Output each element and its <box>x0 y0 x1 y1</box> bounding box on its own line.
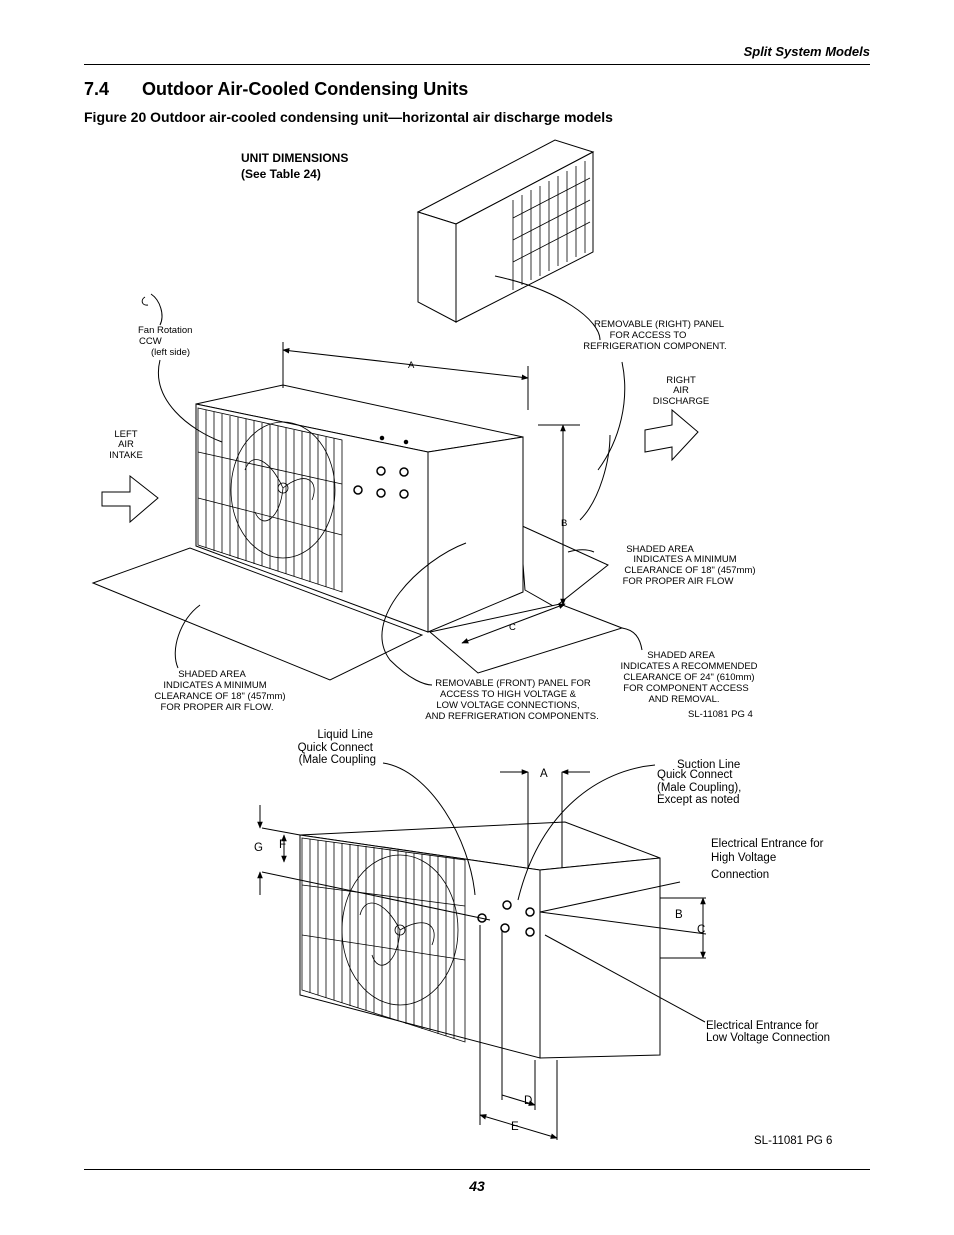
right-panel-line3: REFRIGERATION COMPONENT. <box>583 341 726 352</box>
shaded-front-line1: SHADED AREA <box>647 650 715 661</box>
footer-rule <box>84 1169 870 1170</box>
shaded-right-line1: SHADED AREA <box>626 544 694 555</box>
clearance-right-area <box>519 524 609 608</box>
coil-grille <box>197 407 343 593</box>
high-voltage-3: Connection <box>711 869 769 881</box>
low-voltage-1: Electrical Entrance for <box>706 1020 819 1032</box>
liquid-line-1: Liquid Line <box>317 729 373 741</box>
liquid-line-3: (Male Coupling <box>299 754 376 766</box>
shaded-right-line3: CLEARANCE OF 18" (457mm) <box>624 565 755 576</box>
top-drawing-id: SL-11081 PG 4 <box>688 709 753 720</box>
top-drawing <box>91 139 699 686</box>
top-dim-b: B <box>561 518 567 529</box>
right-discharge-line3: DISCHARGE <box>653 396 709 407</box>
left-intake-line2: AIR <box>118 439 134 450</box>
shaded-left-line1: SHADED AREA <box>178 669 246 680</box>
right-panel-line1: REMOVABLE (RIGHT) PANEL <box>594 319 724 330</box>
shaded-front-line4: FOR COMPONENT ACCESS <box>623 683 748 694</box>
left-intake-line1: LEFT <box>114 429 137 440</box>
shaded-left-line4: FOR PROPER AIR FLOW. <box>161 702 274 713</box>
top-dim-c: C <box>509 622 516 633</box>
shaded-left-line3: CLEARANCE OF 18" (457mm) <box>154 691 285 702</box>
right-discharge-line1: RIGHT <box>666 375 696 386</box>
front-panel-line2: ACCESS TO HIGH VOLTAGE & <box>440 689 577 700</box>
front-panel-line4: AND REFRIGERATION COMPONENTS. <box>425 711 598 722</box>
shaded-right-line2: INDICATES A MINIMUM <box>633 554 736 565</box>
top-dim-a: A <box>408 360 415 371</box>
bottom-drawing <box>257 762 707 1140</box>
shaded-front-line5: AND REMOVAL. <box>648 694 719 705</box>
liquid-line-2: Quick Connect <box>298 742 374 754</box>
bottom-unit-front <box>299 834 541 1059</box>
shaded-right-line4: FOR PROPER AIR FLOW <box>623 576 734 587</box>
right-discharge-line2: AIR <box>673 385 689 396</box>
front-panel-line1: REMOVABLE (FRONT) PANEL FOR <box>435 678 591 689</box>
shaded-front-line3: CLEARANCE OF 24" (610mm) <box>623 672 754 683</box>
low-voltage-2: Low Voltage Connection <box>706 1032 830 1044</box>
section-heading: 7.4 Outdoor Air-Cooled Condensing Units <box>84 79 468 100</box>
bottom-dim-a: A <box>540 768 548 780</box>
fan-rotation-line3: (left side) <box>151 347 190 358</box>
section-number: 7.4 <box>84 79 110 99</box>
suction-line-1: Suction Line <box>677 759 740 771</box>
bottom-unit-right <box>539 857 661 1059</box>
high-voltage-1: Electrical Entrance for <box>711 838 824 850</box>
left-intake-line3: INTAKE <box>109 450 143 461</box>
shaded-left-line2: INDICATES A MINIMUM <box>163 680 266 691</box>
bottom-dim-d: D <box>524 1095 532 1107</box>
high-voltage-2: High Voltage <box>711 852 776 864</box>
bottom-dim-g: G <box>254 842 263 854</box>
plan-view-unit <box>416 139 595 323</box>
figure-caption: Figure 20 Outdoor air-cooled condensing … <box>84 109 613 125</box>
page-number: 43 <box>469 1178 485 1194</box>
section-title: Outdoor Air-Cooled Condensing Units <box>142 79 469 99</box>
suction-line-2: Quick Connect <box>657 769 733 781</box>
right-panel-line2: FOR ACCESS TO <box>610 330 687 341</box>
bottom-dim-e: E <box>511 1121 519 1133</box>
unit-dimensions-line1: UNIT DIMENSIONS <box>241 151 348 165</box>
bottom-connections <box>477 900 535 937</box>
fan-rotation-line1: Fan Rotation <box>138 325 192 336</box>
running-header: Split System Models <box>743 44 870 59</box>
bottom-coil-grille <box>301 837 466 1043</box>
unit-right-face <box>427 436 524 633</box>
top-connections <box>353 435 409 499</box>
suction-line-3: (Male Coupling), <box>657 782 741 794</box>
top-labels: UNIT DIMENSIONS (See Table 24) Fan Rotat… <box>109 151 757 722</box>
suction-line-4: Except as noted <box>657 794 739 806</box>
front-panel-line3: LOW VOLTAGE CONNECTIONS, <box>436 700 579 711</box>
right-discharge-arrow <box>644 408 699 462</box>
fan-rotation-line2: CCW <box>139 336 162 347</box>
left-intake-arrow <box>101 474 159 524</box>
bottom-drawing-id: SL-11081 PG 6 <box>754 1135 832 1147</box>
bottom-labels: Liquid Line Quick Connect (Male Coupling… <box>254 729 832 1147</box>
bottom-dim-c: C <box>697 924 705 936</box>
bottom-dim-f: F <box>279 839 286 851</box>
header-rule <box>84 64 870 65</box>
unit-dimensions-line2: (See Table 24) <box>241 167 321 181</box>
bottom-dim-b: B <box>675 909 683 921</box>
shaded-front-line2: INDICATES A RECOMMENDED <box>620 661 757 672</box>
clearance-left-area <box>91 547 424 681</box>
